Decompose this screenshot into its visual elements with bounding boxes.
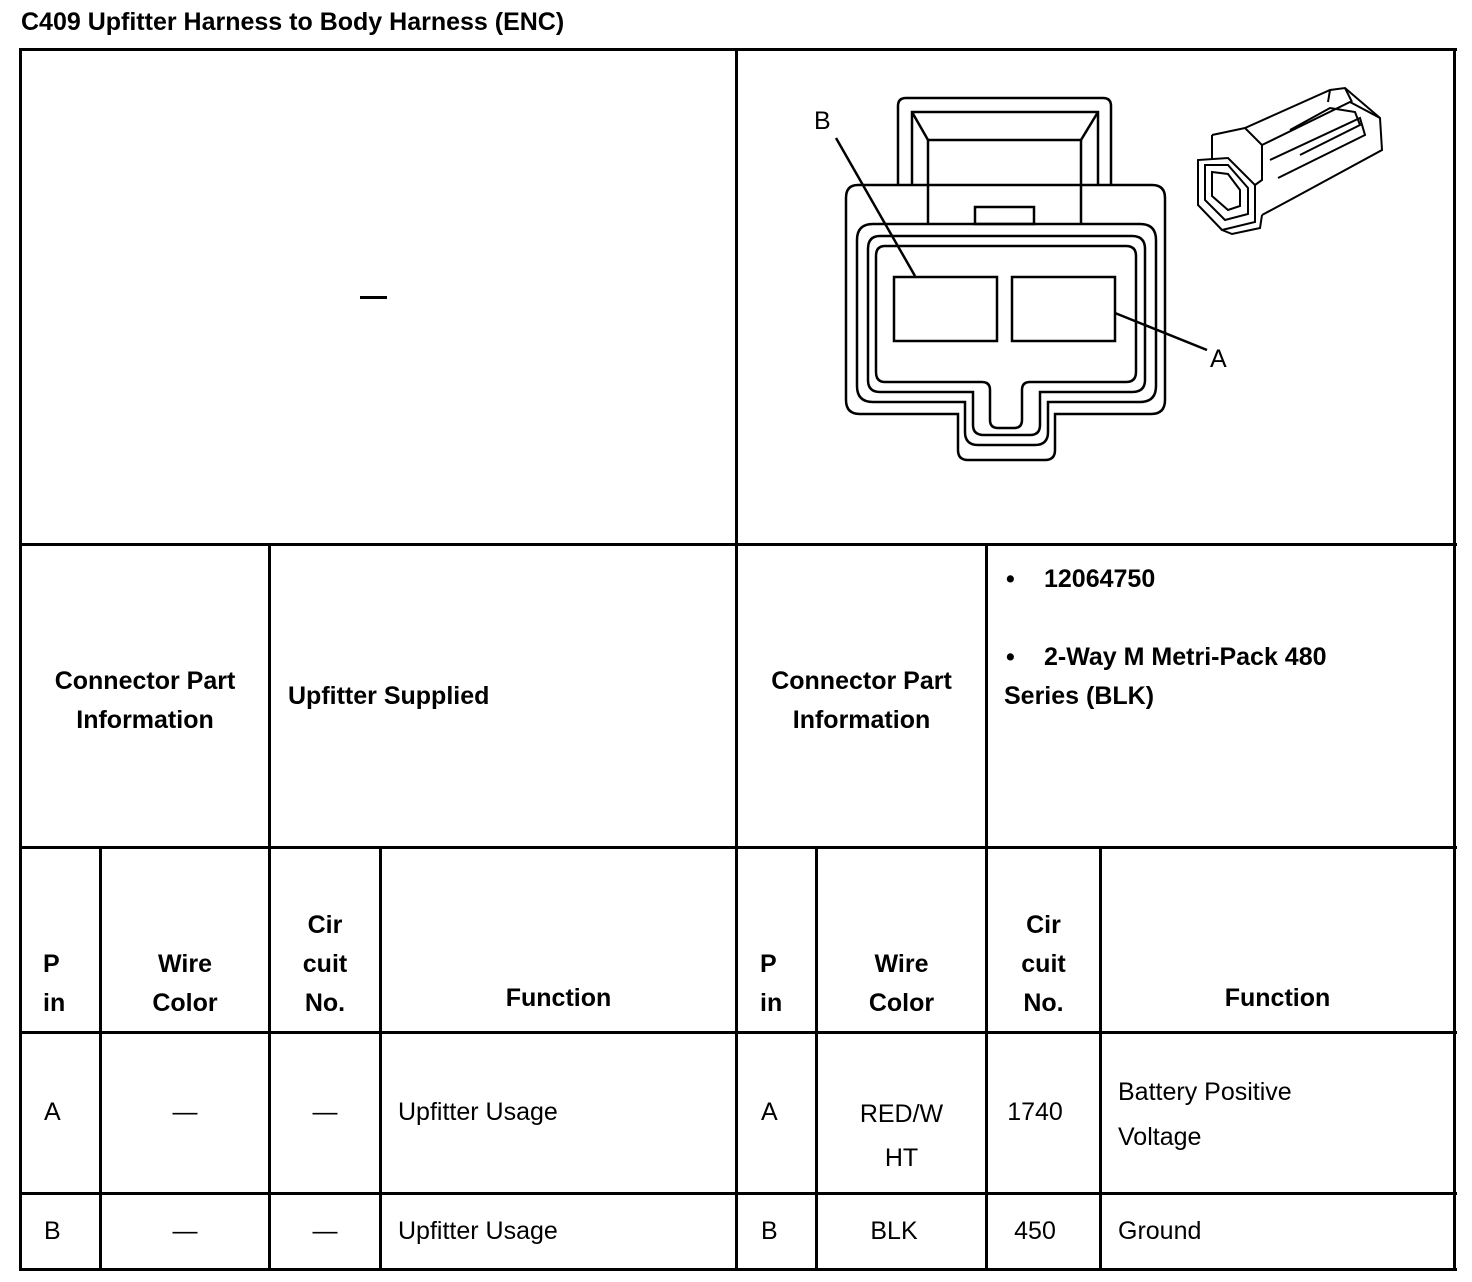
header-line: No. [304,989,346,1017]
left-part-info-label: Connector Part Information [22,662,268,740]
left-circuit: — [312,1098,338,1126]
right-header-function: Function [1224,984,1331,1012]
grid-line [1453,48,1456,1271]
left-header-pin: P in [43,945,65,1023]
grid-line [19,1031,1457,1034]
header-line: Color [868,989,935,1017]
left-pin: A [44,1098,61,1126]
cell-line: Battery Positive [1118,1078,1292,1106]
header-line: Cir [1026,911,1061,939]
left-wire-color: — [172,1217,198,1245]
grid-line [735,48,738,1271]
grid-line [19,48,22,1271]
cell-line: RED/W [859,1100,944,1128]
label-line: Connector Part [54,667,236,695]
right-pin: B [761,1217,778,1245]
grid-line [19,48,1457,51]
header-line: P [760,950,777,978]
grid-line [268,543,271,1271]
grid-line [1099,846,1102,1271]
grid-line [379,846,382,1271]
left-wire-color: — [172,1098,198,1126]
image-placeholder-dash [360,296,387,299]
right-circuit: 1740 [1007,1098,1063,1126]
right-series-line2: Series (BLK) [1004,682,1155,710]
right-header-circuit: Cir cuit No. [988,906,1099,1023]
header-line: Wire [874,950,929,978]
grid-line [19,543,1457,546]
right-function: Battery Positive Voltage [1118,1070,1292,1160]
header-line: in [43,989,66,1017]
grid-line [815,846,818,1271]
left-part-info-value: Upfitter Supplied [288,682,490,710]
grid-line [19,1192,1457,1195]
right-series-line1: 2-Way M Metri-Pack 480 [1044,643,1327,671]
page-title: C409 Upfitter Harness to Body Harness (E… [21,8,565,36]
callout-label-a: A [1210,345,1227,373]
right-header-wire-color: Wire Color [818,945,985,1023]
callout-label-b: B [814,107,831,135]
left-function: Upfitter Usage [398,1217,558,1245]
left-function: Upfitter Usage [398,1098,558,1126]
right-function: Ground [1118,1217,1202,1245]
connector-3d-icon [1197,86,1384,236]
header-line: No. [1023,989,1064,1017]
left-header-wire-color: Wire Color [102,945,268,1023]
left-pin: B [44,1217,61,1245]
cavity-b [892,275,999,343]
label-line: Connector Part [771,667,952,695]
header-line: Wire [158,950,212,978]
grid-line [99,846,102,1271]
right-circuit: 450 [1014,1217,1056,1245]
header-line: P [43,950,60,978]
cell-line: Voltage [1118,1123,1202,1151]
right-wire-color: BLK [870,1217,918,1245]
header-line: in [760,989,783,1017]
grid-line [19,846,1457,849]
grid-line [19,1268,1457,1271]
header-line: cuit [302,950,348,978]
header-line: cuit [1021,950,1066,978]
right-wire-color: RED/W HT [818,1092,985,1180]
right-pin: A [761,1098,778,1126]
bullet-icon: • [1006,565,1015,593]
grid-line [985,543,988,1271]
label-line: Information [76,706,214,734]
header-line: Cir [307,911,343,939]
right-header-pin: P in [760,945,782,1023]
cavity-a [1010,275,1117,343]
cell-line: HT [884,1144,919,1172]
right-part-info-label: Connector Part Information [738,662,985,740]
left-header-circuit: Cir cuit No. [271,906,379,1023]
bullet-icon: • [1006,643,1015,671]
left-circuit: — [312,1217,338,1245]
header-line: Color [152,989,218,1017]
right-part-number: 12064750 [1044,565,1156,593]
left-header-function: Function [505,984,612,1012]
label-line: Information [792,706,931,734]
